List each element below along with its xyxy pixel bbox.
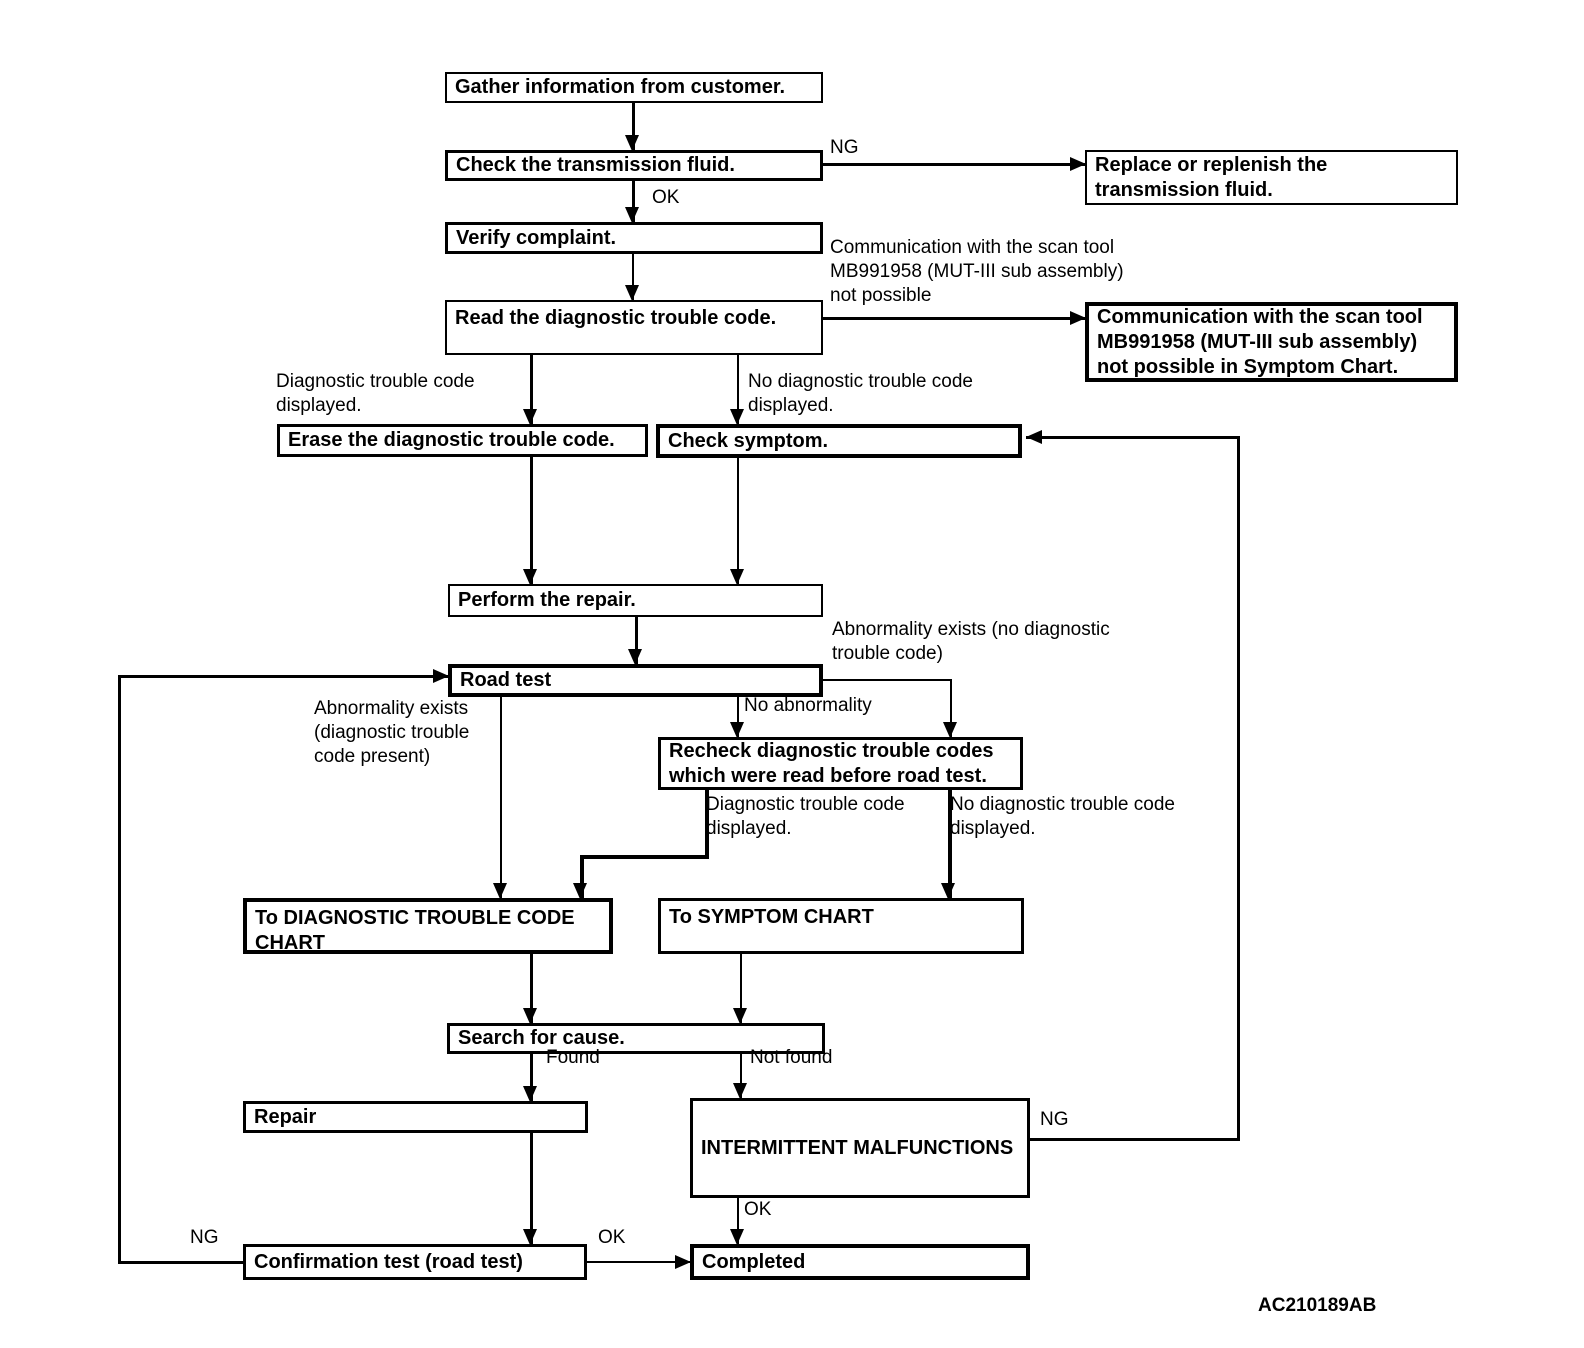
edge-label-ok-check-fluid: OK <box>652 187 680 208</box>
arrowhead-down-icon <box>493 883 507 899</box>
connector-line-16 <box>580 855 584 898</box>
node-verify-complaint: Verify complaint. <box>445 222 823 254</box>
node-repair: Repair <box>243 1101 588 1133</box>
arrowhead-down-icon <box>730 1229 744 1245</box>
arrowhead-down-icon <box>943 722 957 738</box>
connector-line-18 <box>530 954 533 1023</box>
edge-label-ok-confirmation: OK <box>598 1227 626 1248</box>
arrowhead-down-icon <box>730 569 744 585</box>
connector-line-21 <box>740 1054 742 1098</box>
arrowhead-down-icon <box>733 1008 747 1024</box>
connector-line-27 <box>118 675 448 678</box>
node-intermittent-malfunctions: INTERMITTENT MALFUNCTIONS <box>690 1098 1030 1198</box>
edge-label-abnormality-dtc-present: Abnormality exists (diagnostic trouble c… <box>314 698 470 767</box>
connector-line-9 <box>635 617 638 664</box>
node-road-test: Road test <box>448 664 823 697</box>
node-perform-the-repair: Perform the repair. <box>448 584 823 617</box>
edge-label-abnormality-no-dtc: Abnormality exists (no diagnostic troubl… <box>832 619 1110 664</box>
connector-line-15 <box>580 855 709 859</box>
arrowhead-down-icon <box>941 883 955 899</box>
connector-line-6 <box>737 355 739 424</box>
edge-label-no-dtc-displayed-bottom: No diagnostic trouble code displayed. <box>950 794 1175 839</box>
connector-line-0 <box>632 103 635 150</box>
arrowhead-down-icon <box>523 1086 537 1102</box>
node-check-symptom: Check symptom. <box>656 424 1022 458</box>
arrowhead-down-icon <box>573 883 587 899</box>
connector-line-1 <box>823 163 1085 166</box>
arrowhead-right-icon <box>1070 311 1086 325</box>
arrowhead-down-icon <box>730 409 744 425</box>
connector-line-7 <box>530 457 533 584</box>
node-read-diagnostic-trouble-code: Read the diagnostic trouble code. <box>445 300 823 355</box>
node-recheck-diagnostic-trouble-codes: Recheck diagnostic trouble codes which w… <box>658 737 1023 790</box>
connector-line-17 <box>948 790 952 898</box>
connector-line-30 <box>1026 436 1240 439</box>
edge-label-no-abnormality: No abnormality <box>744 695 872 716</box>
connector-line-4 <box>823 317 1085 320</box>
arrowhead-down-icon <box>730 722 744 738</box>
connector-line-22 <box>530 1133 533 1244</box>
arrowhead-down-icon <box>628 649 642 665</box>
connector-line-25 <box>118 1261 243 1264</box>
connector-line-19 <box>740 954 742 1023</box>
arrowhead-down-icon <box>523 409 537 425</box>
edge-label-ng-check-fluid: NG <box>830 137 859 158</box>
edge-label-not-found: Not found <box>750 1047 833 1068</box>
node-check-transmission-fluid: Check the transmission fluid. <box>445 150 823 181</box>
connector-line-24 <box>587 1261 690 1263</box>
connector-line-5 <box>530 355 533 424</box>
connector-line-29 <box>1237 436 1240 1141</box>
connector-line-26 <box>118 675 121 1264</box>
arrowhead-down-icon <box>733 1083 747 1099</box>
edge-label-ng-confirmation: NG <box>190 1227 219 1248</box>
arrowhead-left-icon <box>1026 430 1042 444</box>
connector-line-23 <box>737 1198 739 1244</box>
arrowhead-right-icon <box>433 669 449 683</box>
node-confirmation-test: Confirmation test (road test) <box>243 1244 587 1280</box>
arrowhead-down-icon <box>625 135 639 151</box>
node-to-diagnostic-trouble-code-chart: To DIAGNOSTIC TROUBLE CODE CHART <box>243 898 613 954</box>
arrowhead-down-icon <box>625 207 639 223</box>
node-replace-replenish-fluid: Replace or replenish the transmission fl… <box>1085 150 1458 205</box>
node-erase-diagnostic-trouble-code: Erase the diagnostic trouble code. <box>277 424 648 457</box>
connector-line-14 <box>705 790 709 857</box>
connector-line-3 <box>632 254 634 300</box>
connector-line-8 <box>737 458 739 584</box>
connector-line-12 <box>737 697 739 737</box>
node-gather-information: Gather information from customer. <box>445 72 823 103</box>
connector-line-13 <box>500 697 502 898</box>
connector-line-10 <box>823 679 952 681</box>
arrowhead-down-icon <box>523 1008 537 1024</box>
node-communication-not-possible: Communication with the scan tool MB99195… <box>1085 302 1458 382</box>
node-to-symptom-chart: To SYMPTOM CHART <box>658 898 1024 954</box>
arrowhead-right-icon <box>1070 157 1086 171</box>
edge-label-found: Found <box>546 1047 600 1068</box>
connector-line-2 <box>632 181 635 222</box>
arrowhead-right-icon <box>675 1255 691 1269</box>
edge-label-ng-intermittent: NG <box>1040 1109 1069 1130</box>
arrowhead-down-icon <box>523 1229 537 1245</box>
arrowhead-down-icon <box>523 569 537 585</box>
connector-line-11 <box>950 679 952 737</box>
arrowhead-down-icon <box>625 285 639 301</box>
edge-label-ref-code: AC210189AB <box>1258 1295 1377 1316</box>
edge-label-dtc-displayed-top: Diagnostic trouble code displayed. <box>276 371 475 416</box>
node-search-for-cause: Search for cause. <box>447 1023 825 1054</box>
edge-label-ok-intermittent: OK <box>744 1199 772 1220</box>
node-completed: Completed <box>690 1244 1030 1280</box>
edge-label-no-dtc-displayed-top: No diagnostic trouble code displayed. <box>748 371 973 416</box>
edge-label-comm-not-possible-note: Communication with the scan tool MB99195… <box>830 237 1124 306</box>
connector-line-20 <box>530 1054 533 1101</box>
edge-label-dtc-displayed-bottom: Diagnostic trouble code displayed. <box>706 794 905 839</box>
connector-line-28 <box>1030 1138 1240 1141</box>
